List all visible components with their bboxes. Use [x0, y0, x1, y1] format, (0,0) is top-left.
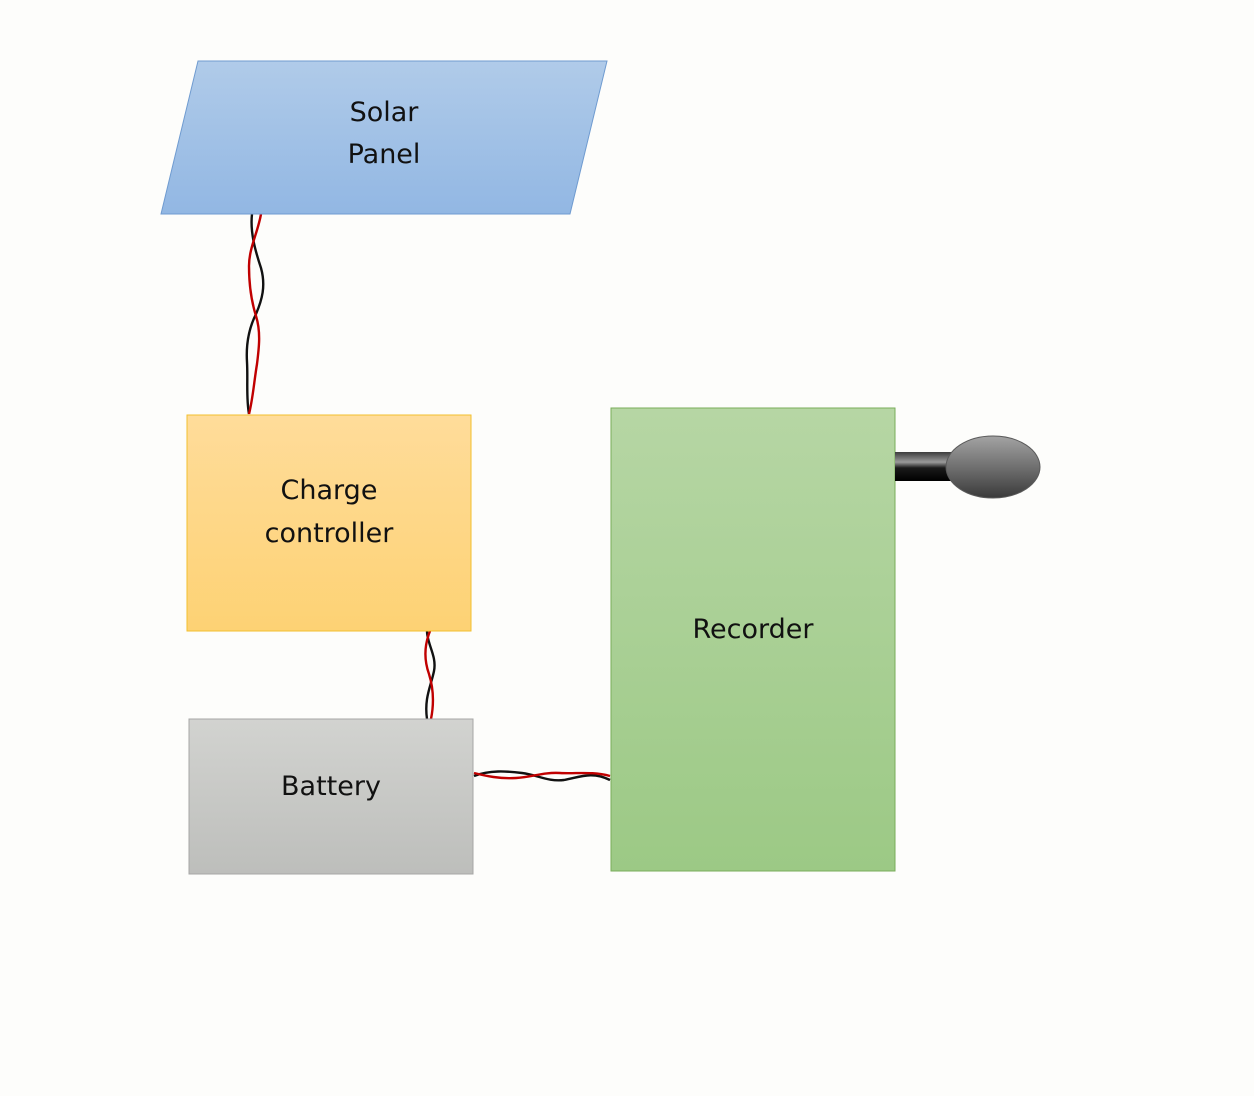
microphone-head [945, 435, 1041, 499]
battery-shape [188, 718, 474, 875]
charge-controller-block: Charge controller [186, 414, 472, 632]
charge-controller-label-line1: Charge [281, 475, 378, 506]
solar-panel-label-line2: Panel [348, 139, 421, 170]
wire-negative [425, 630, 436, 720]
wire-positive [473, 771, 611, 780]
charge-controller-shape [186, 414, 472, 632]
microphone-stem [895, 452, 955, 481]
battery-label: Battery [281, 771, 381, 802]
wire-negative [473, 770, 611, 782]
solar-panel-shape [160, 60, 608, 215]
recorder-shape [610, 407, 896, 872]
recorder-label: Recorder [693, 614, 815, 645]
battery-block: Battery [188, 718, 474, 875]
wire-positive [424, 630, 435, 720]
wire-positive [247, 213, 263, 415]
recorder-block: Recorder [610, 407, 896, 872]
wire-controller-to-battery [424, 630, 436, 720]
solar-panel-label-line1: Solar [350, 97, 420, 128]
microphone-icon [895, 435, 1041, 499]
wire-solar-to-controller [245, 213, 265, 415]
charge-controller-label-line2: controller [265, 518, 395, 549]
solar-panel-block: Solar Panel [160, 60, 608, 215]
wire-battery-to-recorder [473, 770, 611, 782]
